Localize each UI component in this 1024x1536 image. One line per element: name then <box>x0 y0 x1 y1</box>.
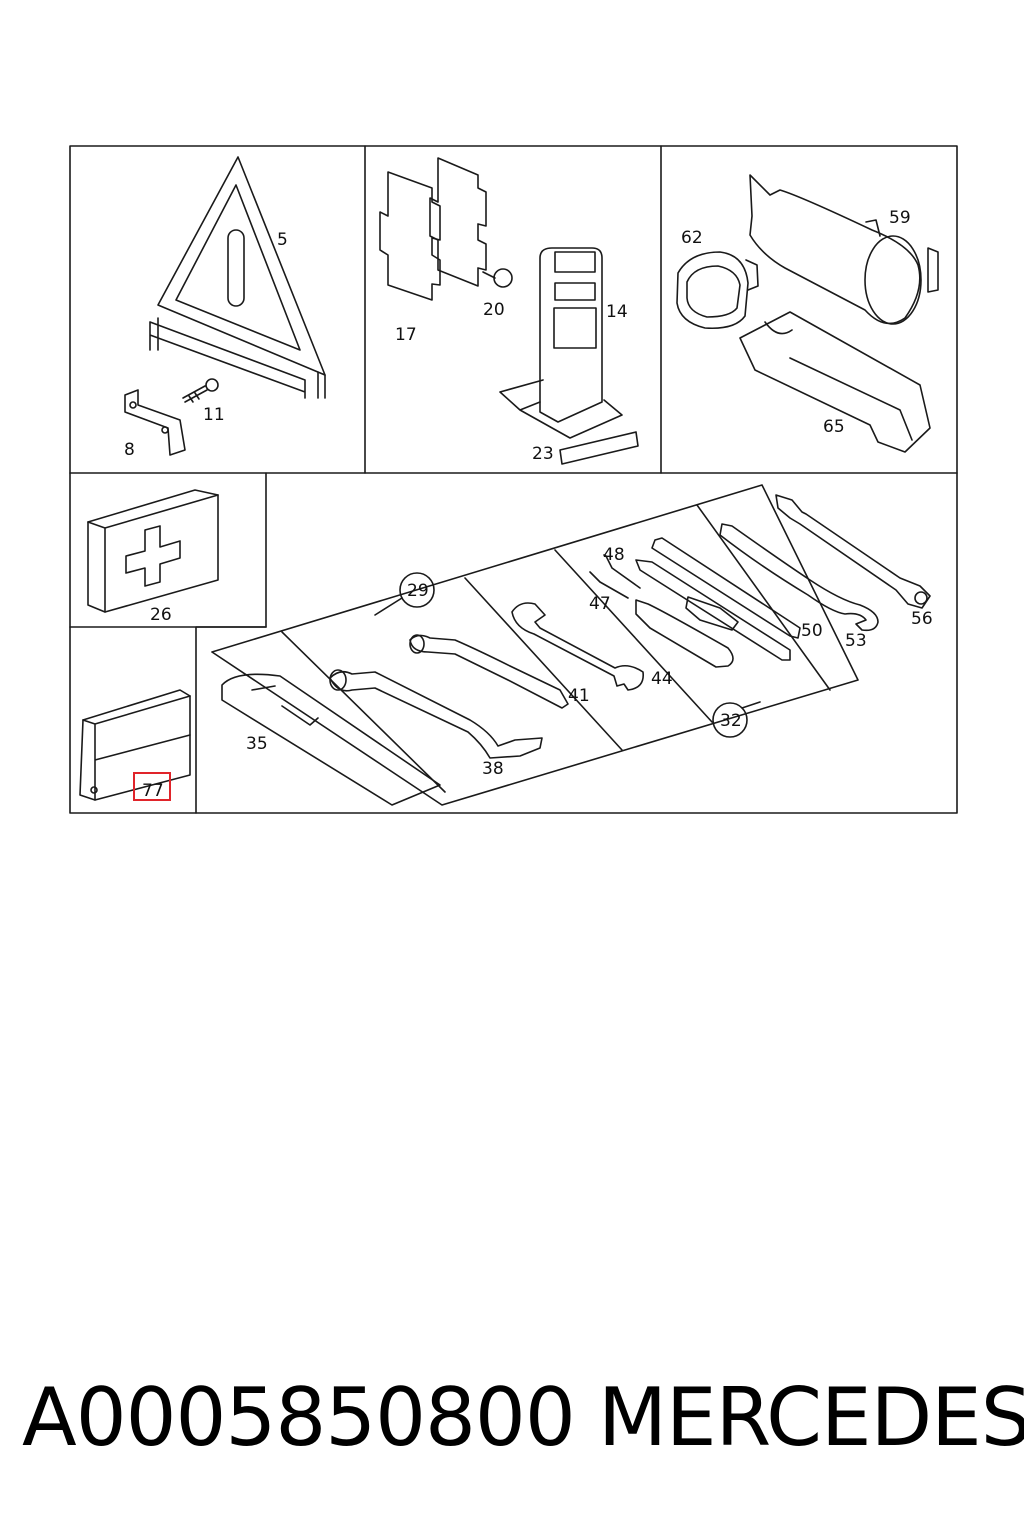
part-label: 32 <box>720 711 742 731</box>
stand-illustration <box>499 379 639 465</box>
pin-tools-illustration <box>635 537 801 661</box>
flashlight-illustration <box>539 247 603 423</box>
part-label: 11 <box>203 405 225 425</box>
part-label-highlighted: 77 <box>142 781 164 801</box>
part-label: 23 <box>532 444 554 464</box>
part-label: 5 <box>277 230 288 250</box>
part-label: 8 <box>124 440 135 460</box>
document-folder-illustration <box>79 689 191 801</box>
part-label: 65 <box>823 417 845 437</box>
part-label: 26 <box>150 605 172 625</box>
bracket-illustration <box>124 389 186 456</box>
tool-pouch-illustration <box>221 673 441 806</box>
part-label: 50 <box>801 621 823 641</box>
part-label: 41 <box>568 686 590 706</box>
first-aid-kit-illustration <box>87 489 219 613</box>
tray-illustration <box>739 311 931 453</box>
part-label: 35 <box>246 734 268 754</box>
callout-circle-32 <box>712 702 748 738</box>
holder-illustration <box>379 157 487 301</box>
caption: A0005850800 MERCEDES <box>0 1368 1024 1478</box>
part-label: 62 <box>681 228 703 248</box>
screw-illustration-20 <box>482 268 513 288</box>
wheel-wrench-illustration <box>329 669 543 759</box>
part-label: 14 <box>606 302 628 322</box>
part-label: 59 <box>889 208 911 228</box>
part-label: 20 <box>483 300 505 320</box>
part-number: A0005850800 <box>22 1371 576 1464</box>
part-label: 53 <box>845 631 867 651</box>
warning-triangle-illustration <box>149 156 326 399</box>
tool-roll-illustration <box>211 484 859 806</box>
part-label: 38 <box>482 759 504 779</box>
part-label: 29 <box>407 581 429 601</box>
parts-diagram: 5 8 11 14 17 20 23 26 29 32 35 38 41 44 … <box>69 145 958 814</box>
screwdriver-illustration <box>589 554 734 668</box>
brand-name: MERCEDES <box>598 1371 1024 1464</box>
part-label: 17 <box>395 325 417 345</box>
spanner-illustration <box>511 602 645 691</box>
screw-illustration-11 <box>182 378 219 403</box>
part-label: 47 <box>589 594 611 614</box>
compressor-illustration <box>749 174 939 325</box>
lug-wrench-illustration <box>409 634 569 709</box>
extension-bar-illustration <box>775 494 931 609</box>
part-label: 48 <box>603 545 625 565</box>
callout-circle-29 <box>399 572 435 608</box>
ring-holder-illustration <box>676 251 759 330</box>
part-label: 56 <box>911 609 933 629</box>
diagram-frame <box>69 145 958 814</box>
part-labels: 5 8 11 14 17 20 23 26 29 32 35 38 41 44 … <box>124 208 933 801</box>
part-label: 44 <box>651 669 673 689</box>
highlight-box-77 <box>133 772 171 801</box>
hook-tool-illustration <box>719 523 879 632</box>
